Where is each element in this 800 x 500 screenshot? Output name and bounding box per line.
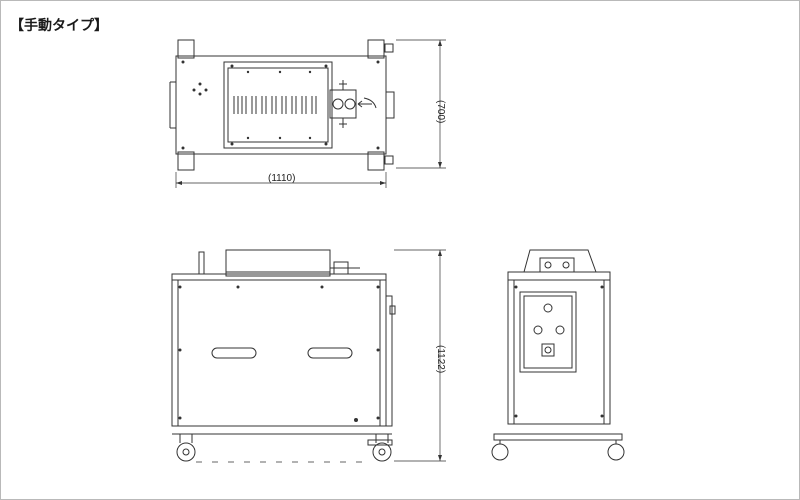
panel-button-left: [533, 325, 543, 335]
top-tab-br: [384, 155, 394, 165]
top-bolts: [181, 60, 380, 150]
top-view: [169, 39, 446, 188]
front-caster-right: [372, 442, 392, 462]
panel-switch: [541, 343, 555, 357]
top-roller-left: [332, 98, 344, 110]
top-foot-tl: [177, 39, 195, 59]
top-slots: [233, 96, 317, 114]
top-arrow: [357, 100, 372, 108]
side-view: [491, 249, 625, 461]
top-right-block: [385, 91, 395, 119]
side-control-panel: [519, 291, 577, 373]
panel-button-right: [555, 325, 565, 335]
dim-depth-label: (700): [435, 100, 446, 123]
dim-width-label: (1110): [268, 173, 295, 184]
dim-height-label: (1122): [435, 345, 446, 373]
drawing-title: 【手動タイプ】: [10, 18, 108, 34]
front-caster-left: [176, 442, 196, 462]
side-base: [493, 433, 623, 441]
top-tray: [223, 61, 333, 149]
panel-indicator: [543, 303, 553, 313]
front-handle-right: [307, 347, 353, 359]
top-foot-tr: [367, 39, 385, 59]
front-bolts: [178, 285, 380, 422]
top-foot-br: [367, 151, 385, 171]
front-handle-left: [211, 347, 257, 359]
top-foot-bl: [177, 151, 195, 171]
top-tab-tr: [384, 43, 394, 53]
top-tray-inner: [227, 67, 329, 143]
top-roller-right: [344, 98, 356, 110]
front-view: [171, 249, 446, 463]
side-hood: [523, 249, 597, 273]
